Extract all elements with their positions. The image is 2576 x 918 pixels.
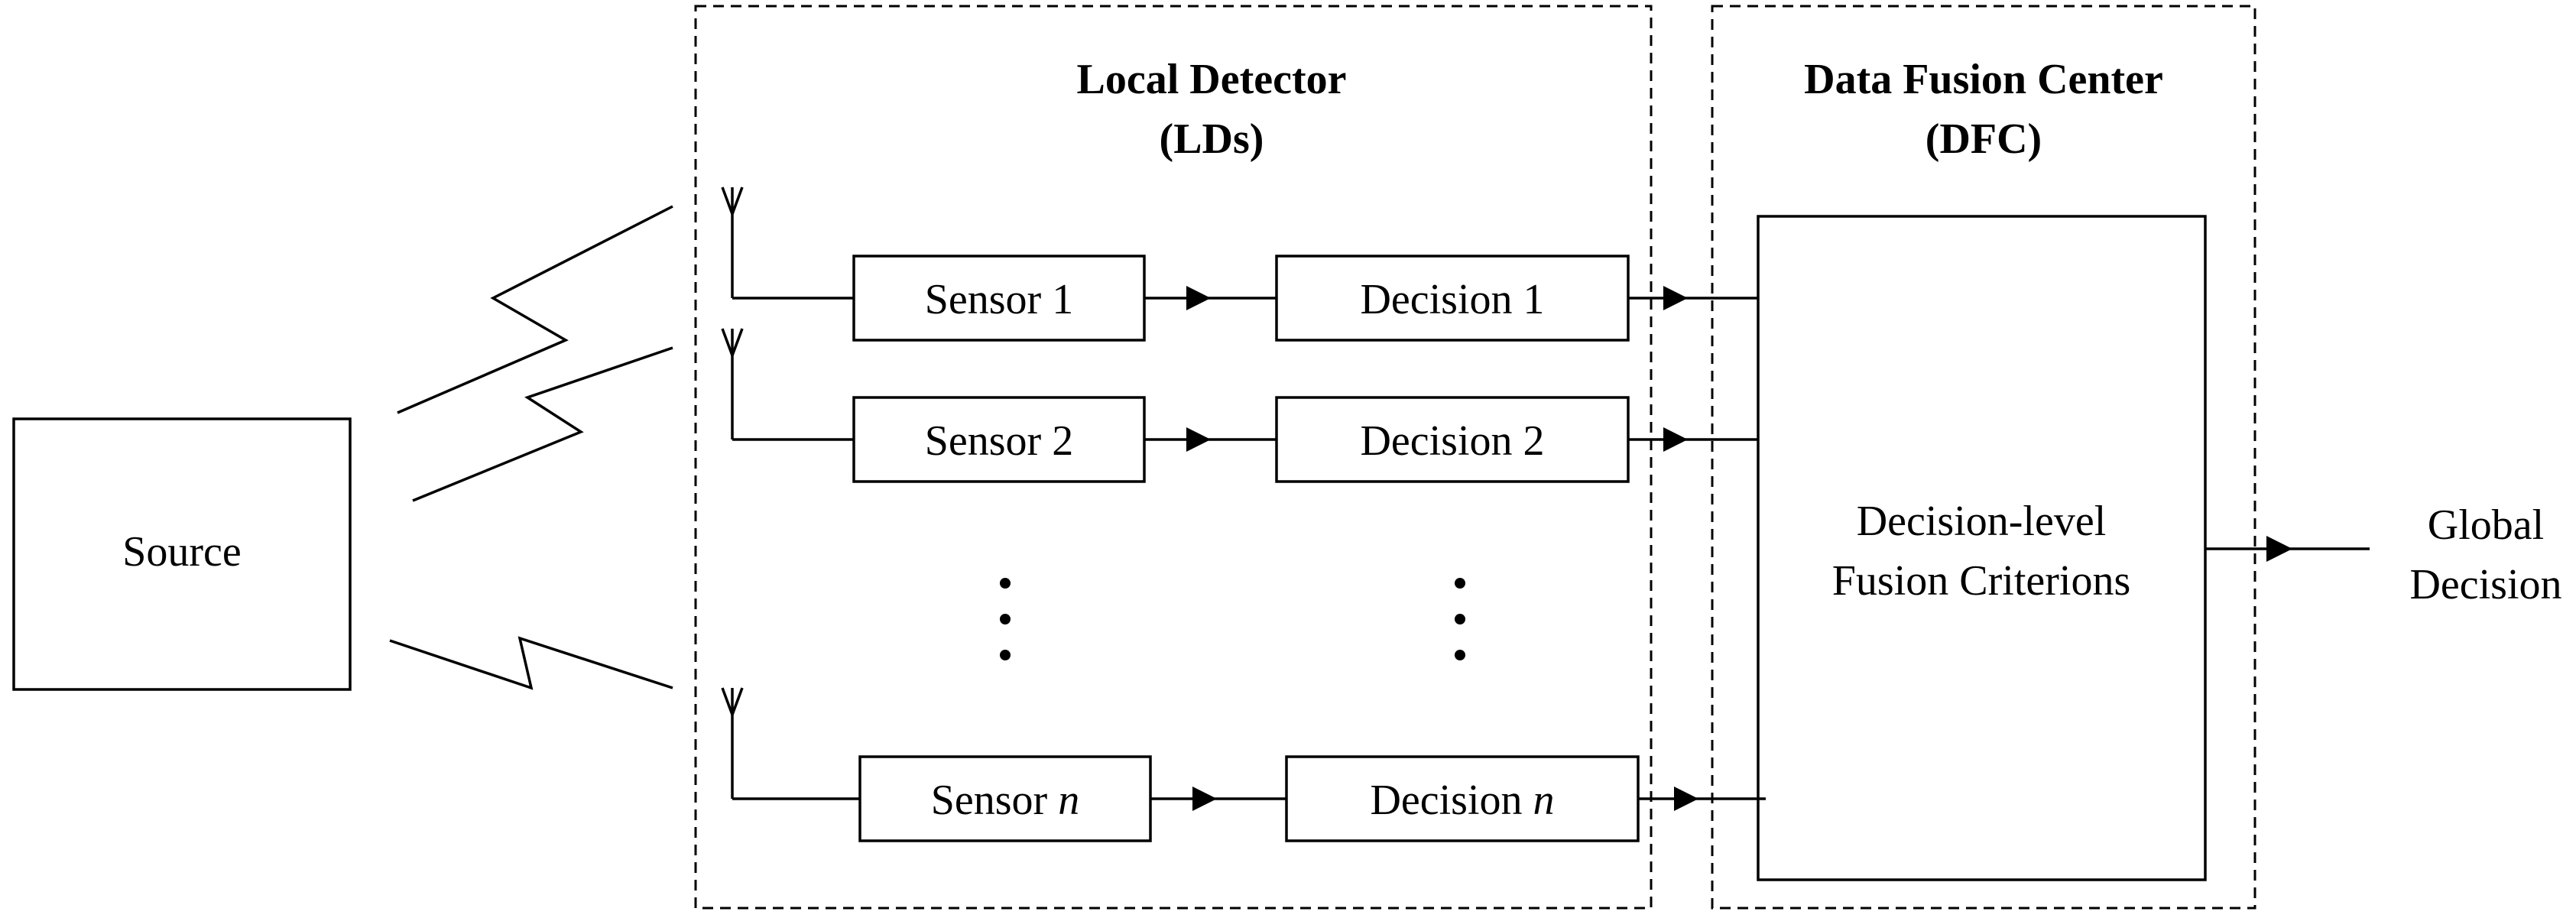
arrow-icon (1192, 787, 1217, 811)
dfc-subtitle: (DFC) (1926, 115, 2042, 163)
antenna-icon (721, 687, 744, 799)
ellipsis-sensors (1000, 578, 1011, 660)
sensor-label: Sensor n (931, 777, 1079, 824)
local-detector-subtitle: (LDs) (1160, 115, 1264, 163)
arrow-icon (2266, 536, 2292, 562)
decision-label: Decision n (1370, 777, 1554, 824)
ellipsis-decisions (1455, 578, 1465, 660)
fusion-label-line2: Fusion Criterions (1832, 557, 2130, 605)
detector-row-n: Sensor n Decision n (721, 687, 1766, 842)
decision-label: Decision 2 (1360, 417, 1544, 465)
wireless-signal-2 (412, 346, 673, 502)
sensor-label: Sensor 2 (925, 417, 1073, 465)
antenna-icon (721, 187, 744, 298)
arrow-icon (1186, 286, 1211, 310)
wireless-signal-3 (389, 636, 673, 690)
sensor-label: Sensor 1 (925, 276, 1073, 323)
decision-label: Decision 1 (1360, 276, 1544, 323)
detector-row-2: Sensor 2 Decision 2 (721, 328, 1758, 483)
source-label: Source (122, 528, 242, 576)
detector-row-1: Sensor 1 Decision 1 (721, 187, 1758, 342)
fusion-label-line1: Decision-level (1857, 498, 2107, 545)
local-detector-region (694, 5, 1653, 910)
arrow-icon (1186, 427, 1211, 452)
antenna-icon (721, 328, 744, 440)
global-decision-line1: Global (2428, 501, 2544, 549)
fusion-criterions-box (1757, 215, 2207, 881)
arrow-icon (1674, 787, 1698, 811)
local-detector-title: Local Detector (1077, 56, 1347, 103)
arrow-icon (1663, 286, 1688, 310)
dfc-title: Data Fusion Center (1804, 56, 2163, 103)
wireless-signal-1 (397, 205, 673, 414)
source-block (12, 417, 352, 691)
global-decision-line2: Decision (2409, 561, 2561, 608)
data-fusion-center-region (1711, 5, 2256, 910)
arrow-icon (1663, 427, 1688, 452)
